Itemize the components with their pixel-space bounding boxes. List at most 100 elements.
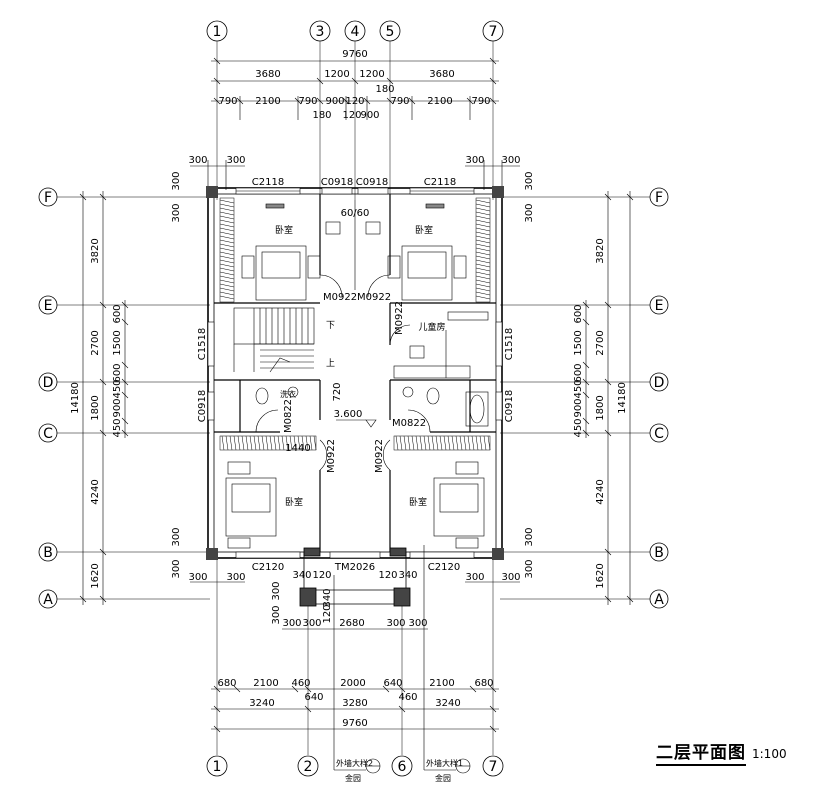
- dim-top-3680-r: 3680: [429, 69, 454, 80]
- window-c2118-right: C2118: [424, 177, 456, 188]
- label-level: 3.600: [334, 409, 363, 420]
- dim-left-total: 14180: [70, 382, 81, 414]
- axis-top-1: 1: [213, 24, 222, 40]
- dim-300-tr1: 300: [465, 155, 484, 166]
- chairs: [325, 200, 425, 359]
- dim-180-top: 180: [375, 84, 394, 95]
- window-c0918-right: C0918: [356, 177, 388, 188]
- dim-300-bl2: 300: [226, 572, 245, 583]
- porch-120-l: 120: [312, 570, 331, 581]
- dim-right-600b: 600: [573, 363, 584, 382]
- axis-top-4: 4: [351, 24, 360, 40]
- top-dimensions: [211, 57, 499, 120]
- bottom-dimensions: [211, 685, 499, 733]
- dim-790-2: 790: [298, 96, 317, 107]
- dim-right-600a: 600: [573, 304, 584, 323]
- dim-300-rb2: 300: [524, 559, 535, 578]
- dim-left-4240: 4240: [90, 479, 101, 504]
- side-windows: [207, 321, 503, 421]
- window-c0918-right-side: C0918: [504, 390, 515, 422]
- bed-top-left: [241, 203, 321, 301]
- door-m0922-3: M0922: [394, 301, 405, 335]
- dim-right-4240: 4240: [595, 479, 606, 504]
- axis-right-F: F: [655, 190, 663, 206]
- drawing-scale: 1:100: [752, 747, 787, 761]
- axis-left-A: A: [43, 592, 53, 608]
- dim-300-tl2: 300: [226, 155, 245, 166]
- porch-300-d: 300: [408, 618, 427, 629]
- dim-left-600b: 600: [112, 363, 123, 382]
- dim-b-total: 9760: [342, 718, 367, 729]
- kids-room-furniture: [393, 311, 489, 379]
- dim-180-sub: 180: [312, 110, 331, 121]
- interior-walls: [214, 194, 496, 552]
- dim-300-br1: 300: [465, 572, 484, 583]
- dim-right-1620: 1620: [595, 563, 606, 588]
- vertical-grid-lines: [216, 41, 494, 755]
- dim-b-3240-l: 3240: [249, 698, 274, 709]
- axis-right-A: A: [654, 592, 664, 608]
- porch-2680: 2680: [339, 618, 364, 629]
- dim-right-450a: 450: [573, 379, 584, 398]
- dim-300-lb1: 300: [171, 527, 182, 546]
- dim-300-lt2: 300: [171, 203, 182, 222]
- room-bedroom-br: 卧室: [409, 496, 427, 508]
- right-dimensions: [582, 191, 634, 605]
- axis-right-C: C: [654, 426, 664, 442]
- dim-b-2100-r: 2100: [429, 678, 454, 689]
- porch-120-r: 120: [378, 570, 397, 581]
- dim-left-1500: 1500: [112, 330, 123, 355]
- dim-left-900: 900: [112, 398, 123, 417]
- bathrooms: [255, 386, 489, 427]
- dim-top-total: 9760: [342, 49, 367, 60]
- top-windows: [235, 187, 475, 195]
- porch-340-l: 340: [292, 570, 311, 581]
- axis-left-C: C: [43, 426, 53, 442]
- dim-right-2700: 2700: [595, 330, 606, 355]
- axis-left-F: F: [44, 190, 52, 206]
- door-m0822-2: M0822: [392, 418, 426, 429]
- stair-down-label: 下: [326, 321, 335, 331]
- dim-b-2000: 2000: [340, 678, 365, 689]
- dim-left-600a: 600: [112, 304, 123, 323]
- dim-900-1: 900: [325, 96, 344, 107]
- stair-up-label: 上: [326, 358, 335, 369]
- dim-right-total: 14180: [617, 382, 628, 414]
- door-tm2026: TM2026: [334, 562, 375, 573]
- door-m0822-1: M0822: [283, 399, 294, 433]
- detail-right-label: 外墙大样1: [426, 758, 463, 768]
- window-c0918-left: C0918: [321, 177, 353, 188]
- dim-300-tr2: 300: [501, 155, 520, 166]
- dim-900-sub: 900: [360, 110, 379, 121]
- dim-300-rt1: 300: [524, 171, 535, 190]
- dim-b-3280: 3280: [342, 698, 367, 709]
- stairs: [233, 307, 315, 373]
- room-bedroom-tr: 卧室: [415, 224, 433, 236]
- dim-790-1: 790: [218, 96, 237, 107]
- axis-top-3: 3: [316, 24, 325, 40]
- detail-left-label: 外墙大样2: [336, 758, 373, 768]
- window-c1518-right: C1518: [504, 328, 515, 360]
- dim-b-640-r: 640: [383, 678, 402, 689]
- axis-left-D: D: [43, 375, 54, 391]
- dim-top-1200-l: 1200: [324, 69, 349, 80]
- axis-top-5: 5: [386, 24, 395, 40]
- horizontal-grid-lines: [57, 196, 650, 600]
- dim-790-4: 790: [471, 96, 490, 107]
- detail-callout-right: [423, 545, 471, 774]
- door-m0922-1: M0922: [323, 292, 357, 303]
- door-m0922-4: M0922: [326, 439, 337, 473]
- window-c2118-left: C2118: [252, 177, 284, 188]
- axis-top-7: 7: [489, 24, 498, 40]
- door-swings: [255, 274, 431, 471]
- dim-300-tl1: 300: [188, 155, 207, 166]
- detail-right-sub: 金园: [435, 773, 451, 783]
- dim-left-3820: 3820: [90, 238, 101, 263]
- axis-bottom-7: 7: [489, 759, 498, 775]
- dim-right-1500: 1500: [573, 330, 584, 355]
- bed-bottom-right: [433, 461, 485, 549]
- dim-right-450b: 450: [573, 418, 584, 437]
